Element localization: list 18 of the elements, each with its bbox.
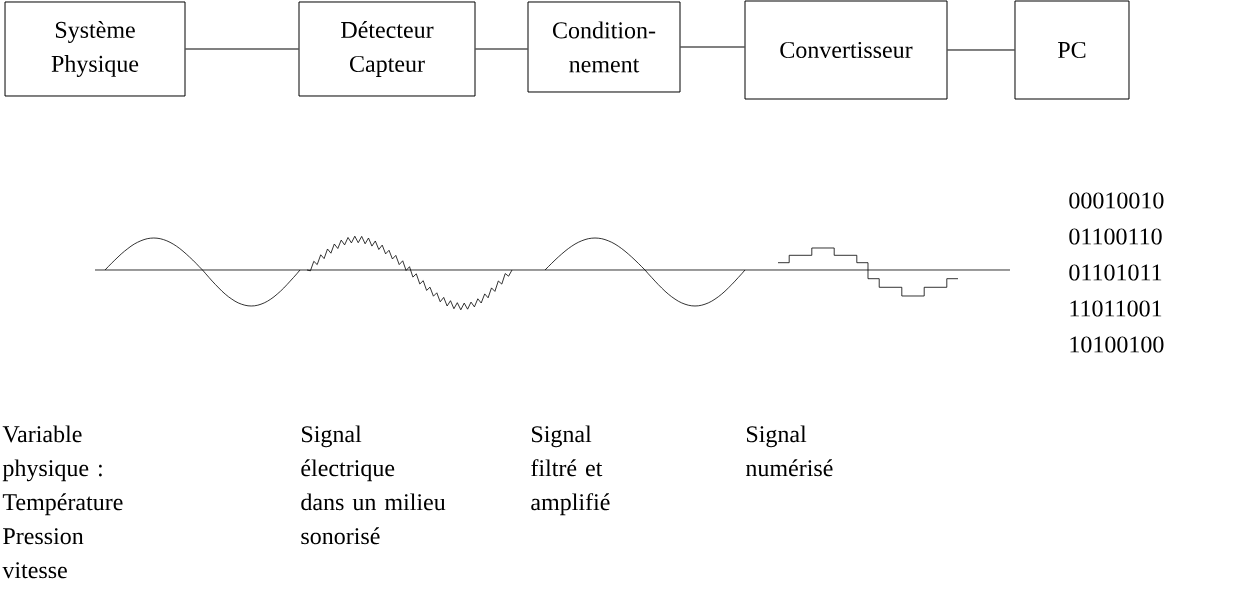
- signal-caption: 11011001: [1070, 300, 1162, 317]
- process-box: Condition- nement: [527, 1, 681, 93]
- signal-caption: 00010010: [1069, 192, 1164, 209]
- connector-line: [680, 46, 745, 48]
- connector-line: [475, 48, 528, 50]
- connector-line: [947, 49, 1015, 51]
- signal-caption: Signal filtré et amplifié: [531, 425, 610, 516]
- signal-caption: 01100110: [1069, 228, 1162, 245]
- signal-caption: Variable physique : Température Pression vitesse: [2, 425, 123, 579]
- signal-caption: Signal électrique dans un milieu sonorisé: [301, 425, 446, 545]
- signal-caption: 01101011: [1069, 264, 1162, 281]
- process-box: Détecteur Capteur: [298, 1, 476, 97]
- connector-line: [185, 48, 299, 50]
- process-box: PC: [1014, 0, 1130, 100]
- signal-caption: 10100100: [1070, 336, 1164, 353]
- process-box: Convertisseur: [744, 0, 948, 100]
- signal-caption: Signal numérisé: [745, 425, 833, 477]
- process-box: Système Physique: [4, 1, 186, 97]
